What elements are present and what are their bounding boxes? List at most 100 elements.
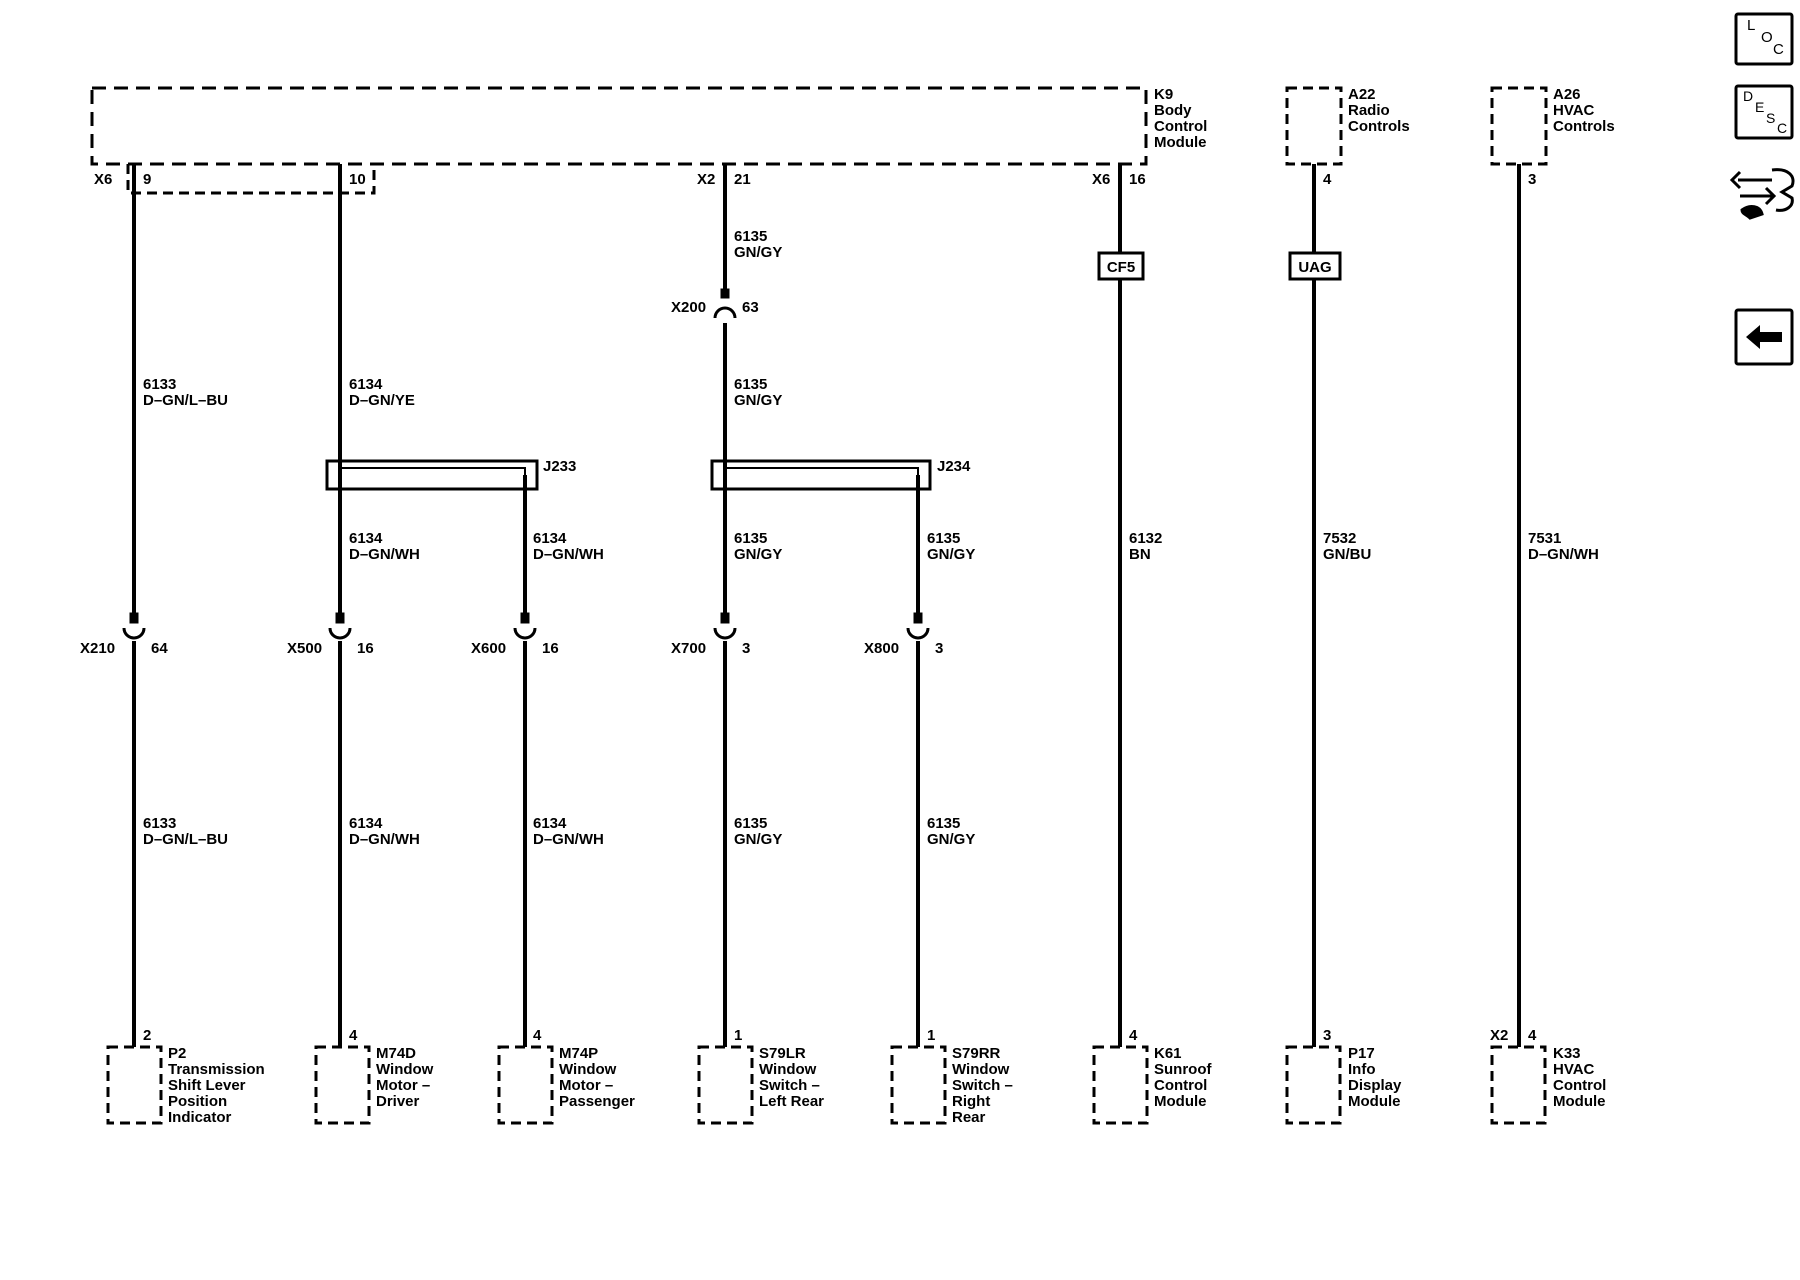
inline-connector-x210 [122,612,146,640]
s79lr-line3: Left Rear [759,1093,824,1110]
s79lr-line1: Window [759,1061,817,1078]
k33-id: K33 [1553,1045,1581,1062]
c5-color: GN/BU [1323,546,1371,563]
back-arrow-icon [1746,325,1782,349]
m74p-id: M74P [559,1045,598,1062]
s79rr-line2: Switch – [952,1077,1013,1094]
m74p-line3: Passenger [559,1093,635,1110]
c2-bottom-color: D–GN/WH [349,831,420,848]
c3-upper-color: GN/GY [734,392,782,409]
x800-connector-label: X800 [864,640,899,657]
x600-pin-label: 16 [542,640,559,657]
k33-pin-label: 4 [1528,1027,1537,1044]
loc-letter-o: O [1761,29,1773,46]
c1-top-color: D–GN/L–BU [143,392,228,409]
k61-id: K61 [1154,1045,1182,1062]
component-k33-box [1490,1045,1547,1125]
m74p-line2: Motor – [559,1077,613,1094]
c3-connector-label: X2 [697,171,715,188]
p2-line4: Indicator [168,1109,232,1126]
p2-line1: Transmission [168,1061,265,1078]
c3b-bottom-color: GN/GY [927,831,975,848]
inline-connector-x800 [906,612,930,640]
p2-pin-label: 2 [143,1027,151,1044]
m74d-id: M74D [376,1045,416,1062]
k9-line3: Module [1154,134,1207,151]
c2b-bottom-circuit: 6134 [533,815,567,832]
x210-connector-label: X210 [80,640,115,657]
fuse-block-uag-box [1288,251,1342,281]
s79lr-pin-label: 1 [734,1027,742,1044]
c2-mid-color: D–GN/WH [349,546,420,563]
c5-pin-label: 4 [1323,171,1332,188]
back-button[interactable] [1734,308,1794,366]
k33-connector-label: X2 [1490,1027,1508,1044]
splice-j234-box [710,459,932,491]
c3b-mid-circuit: 6135 [927,530,960,547]
c3-upper-circuit: 6135 [734,376,767,393]
component-m74p-box [497,1045,554,1125]
a22-id: A22 [1348,86,1376,103]
k61-line2: Control [1154,1077,1207,1094]
c4-connector-label: X6 [1092,171,1110,188]
loc-letter-c: C [1773,41,1784,58]
k61-pin-label: 4 [1129,1027,1138,1044]
inline-connector-x200 [713,288,737,319]
c4-color: BN [1129,546,1151,563]
c1-bottom-circuit: 6133 [143,815,176,832]
splice-j234-label: J234 [937,458,971,475]
x210-pin-label: 64 [151,640,168,657]
x200-connector-label: X200 [671,299,706,316]
p2-id: P2 [168,1045,186,1062]
loc-letter-l: L [1747,17,1755,34]
x500-pin-label: 16 [357,640,374,657]
fuse-block-cf5-label: CF5 [1107,259,1135,276]
desc-icon: D E S C [1743,88,1787,136]
c6-circuit: 7531 [1528,530,1561,547]
a22-line1: Radio [1348,102,1390,119]
c2-mid-circuit: 6134 [349,530,383,547]
s79rr-pin-label: 1 [927,1027,935,1044]
loc-icon: L O C [1747,17,1784,58]
k61-line1: Sunroof [1154,1061,1212,1078]
m74d-line3: Driver [376,1093,420,1110]
x200-pin-label: 63 [742,299,759,316]
c3-bottom-color: GN/GY [734,831,782,848]
c3b-bottom-circuit: 6135 [927,815,960,832]
m74p-pin-label: 4 [533,1027,542,1044]
x700-pin-label: 3 [742,640,750,657]
k9-line2: Control [1154,118,1207,135]
inline-connector-x600 [513,612,537,640]
k61-line3: Module [1154,1093,1207,1110]
c3-mid-circuit: 6135 [734,530,767,547]
x500-connector-label: X500 [287,640,322,657]
p17-line2: Display [1348,1077,1402,1094]
splice-j233-box [325,459,539,491]
c3-pin-label: 21 [734,171,751,188]
loc-button[interactable]: L O C [1734,12,1794,66]
c1-bottom-color: D–GN/L–BU [143,831,228,848]
s79rr-line3: Right [952,1093,990,1110]
k9-line1: Body [1154,102,1192,119]
component-p17-box [1285,1045,1342,1125]
k33-line1: HVAC [1553,1061,1595,1078]
a26-module-box [1490,86,1548,166]
connector-view-button[interactable] [1729,168,1795,220]
s79lr-line2: Switch – [759,1077,820,1094]
c1-pin-label: 9 [143,171,151,188]
k9-x6-connector-box [126,164,376,195]
connector-icon [1729,168,1795,220]
x800-pin-label: 3 [935,640,943,657]
desc-letter-d: D [1743,88,1753,104]
c6-pin-label: 3 [1528,171,1536,188]
k33-line3: Module [1553,1093,1606,1110]
c5-circuit: 7532 [1323,530,1356,547]
inline-connector-x700 [713,612,737,640]
desc-button[interactable]: D E S C [1734,84,1794,140]
component-p2-box [106,1045,163,1125]
s79lr-id: S79LR [759,1045,806,1062]
component-m74d-box [314,1045,371,1125]
fuse-block-cf5-box [1097,251,1145,281]
p17-line1: Info [1348,1061,1376,1078]
c3b-mid-color: GN/GY [927,546,975,563]
